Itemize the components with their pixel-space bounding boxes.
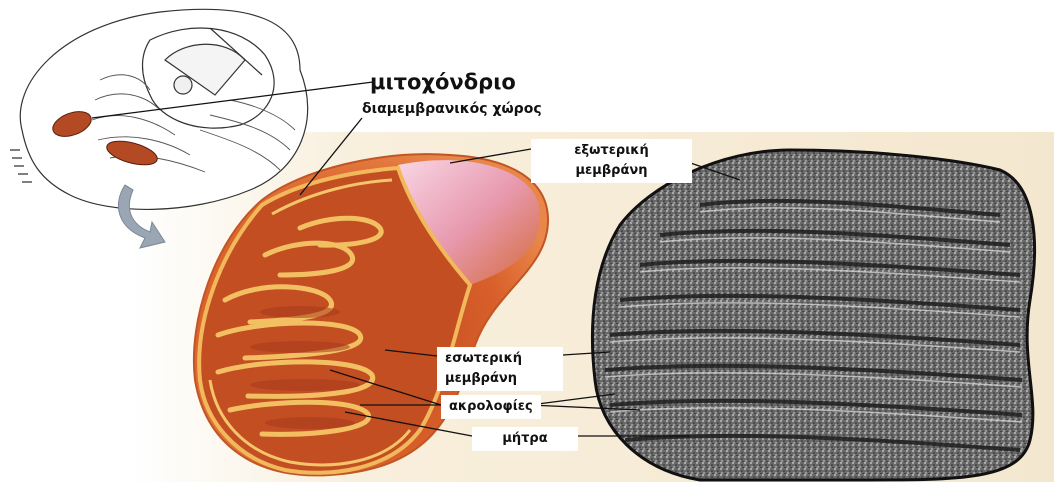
label-outer-membrane-line2: μεμβράνη	[539, 161, 684, 181]
label-inner-membrane-line1: εσωτερική	[445, 349, 555, 369]
electron-micrograph	[592, 150, 1034, 480]
label-outer-membrane-line1: εξωτερική	[539, 141, 684, 161]
label-inner-membrane-line2: μεμβράνη	[445, 369, 555, 389]
label-inner-membrane: εσωτερική μεμβράνη	[437, 347, 563, 391]
label-matrix: μήτρα	[472, 427, 578, 451]
label-outer-membrane: εξωτερική μεμβράνη	[531, 139, 692, 183]
diagram-title: μιτοχόνδριο	[370, 70, 516, 94]
label-cristae: ακρολοφίες	[441, 395, 541, 419]
label-intermembrane-space: διαμεμβρανικός χώρος	[362, 101, 542, 117]
